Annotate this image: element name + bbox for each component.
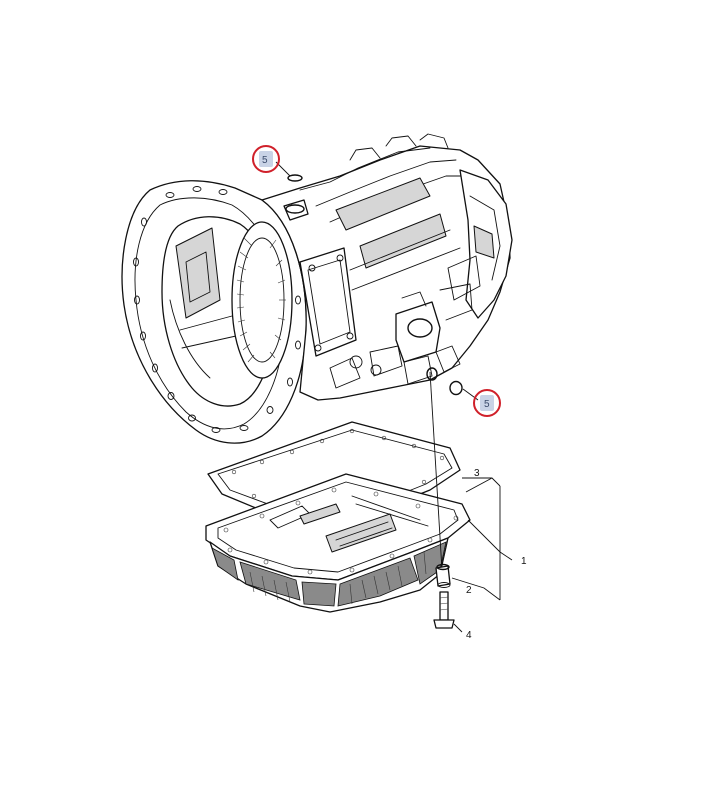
upper-o-ring (287, 174, 303, 182)
pan-bolt-assembly (429, 371, 455, 629)
callout-5-lower: 5 (484, 399, 490, 410)
transmission-assembly (121, 133, 513, 444)
highlighted-callout-5-upper: 5 (252, 145, 280, 173)
highlighted-callout-5-lower: 5 (473, 389, 501, 417)
callout-5-upper: 5 (262, 155, 268, 166)
converter-ring (231, 221, 293, 379)
flange-bolt-holes (133, 186, 301, 433)
callout-2: 2 (466, 585, 472, 596)
oil-pan (205, 473, 471, 613)
callout-3: 3 (474, 468, 480, 479)
lower-o-ring (449, 380, 463, 396)
callout-4: 4 (466, 630, 472, 641)
leader-lines (275, 161, 513, 633)
callout-1: 1 (521, 556, 527, 567)
